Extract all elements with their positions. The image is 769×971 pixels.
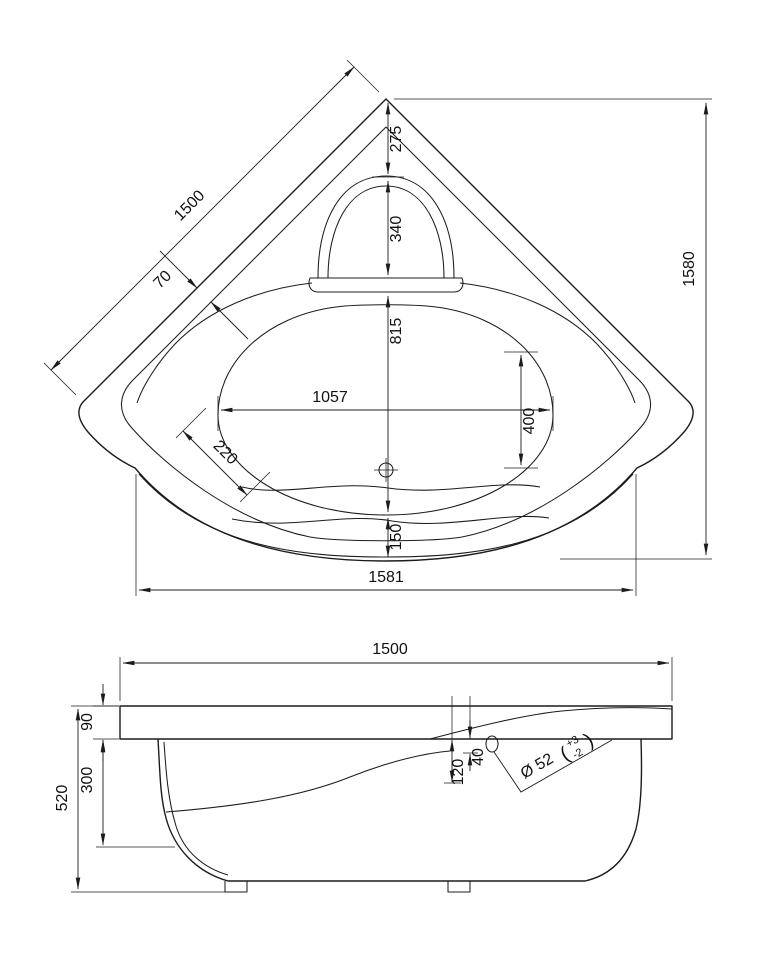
dim-front-rim-label: 150 [388,524,405,551]
dim-apex-to-headrest: 275 [372,102,405,178]
drain-hole [485,735,499,753]
tolerance-plus-label: +3 [564,734,581,751]
dim-overall-depth-label: 1580 [681,251,698,287]
leader-line [493,739,613,793]
dim-drain-depth-label: 120 [450,759,467,786]
apron-inner [163,741,229,876]
dim-seat-width: 400 [504,351,538,469]
foot-left [224,881,248,893]
dim-apex-to-headrest-label: 275 [388,126,405,153]
seat-contour-right [459,282,636,404]
extension-lines [217,396,554,431]
extension-lines [444,696,461,784]
extension-lines [71,705,225,893]
dim-width-side-label: 1500 [372,641,408,658]
dim-rim-height-label: 90 [79,713,96,731]
extension-lines [43,59,380,396]
dim-overall-height: 520 [54,705,225,893]
dim-drain-depth: 120 [444,696,467,785]
dim-width-side: 1500 [119,641,673,701]
dim-basin-width: 1057 [217,389,554,431]
side-view [119,705,673,893]
dim-drain-offset-label: 40 [470,748,487,766]
dim-overall-width-label: 1581 [368,569,404,586]
apron-outer [157,738,643,882]
dim-headrest-length-label: 340 [388,216,405,243]
dimension-line [50,66,355,371]
basin-bottom-profile [165,750,451,813]
arrow-line-inner [210,301,249,340]
rim-profile [119,705,673,740]
extension-lines [394,98,712,560]
dim-inner-depth: 300 [79,740,175,848]
extension-lines [504,351,538,469]
dim-inner-depth-label: 300 [79,767,96,794]
bottom-wave-line-2 [231,515,550,524]
dim-overall-depth: 1580 [394,98,712,560]
dim-basin-length-label: 815 [388,318,405,345]
dim-overall-height-label: 520 [54,785,71,812]
dim-overall-width: 1581 [135,474,637,596]
extension-lines [135,474,637,596]
dim-headrest-length: 340 [385,180,405,276]
arrow-line-outer [159,250,198,289]
tub-outer-outline [78,98,694,562]
dim-basin-length: 815 [385,295,405,513]
dimension-line [182,430,248,496]
extension-lines [119,657,673,701]
dim-seat-width-label: 400 [521,408,538,435]
dim-front-rim: 150 [385,517,405,558]
dim-basin-width-label: 1057 [312,389,348,406]
extension-lines [175,407,271,503]
foot-right [447,881,471,893]
dim-drain-offset: 40 [463,696,487,771]
